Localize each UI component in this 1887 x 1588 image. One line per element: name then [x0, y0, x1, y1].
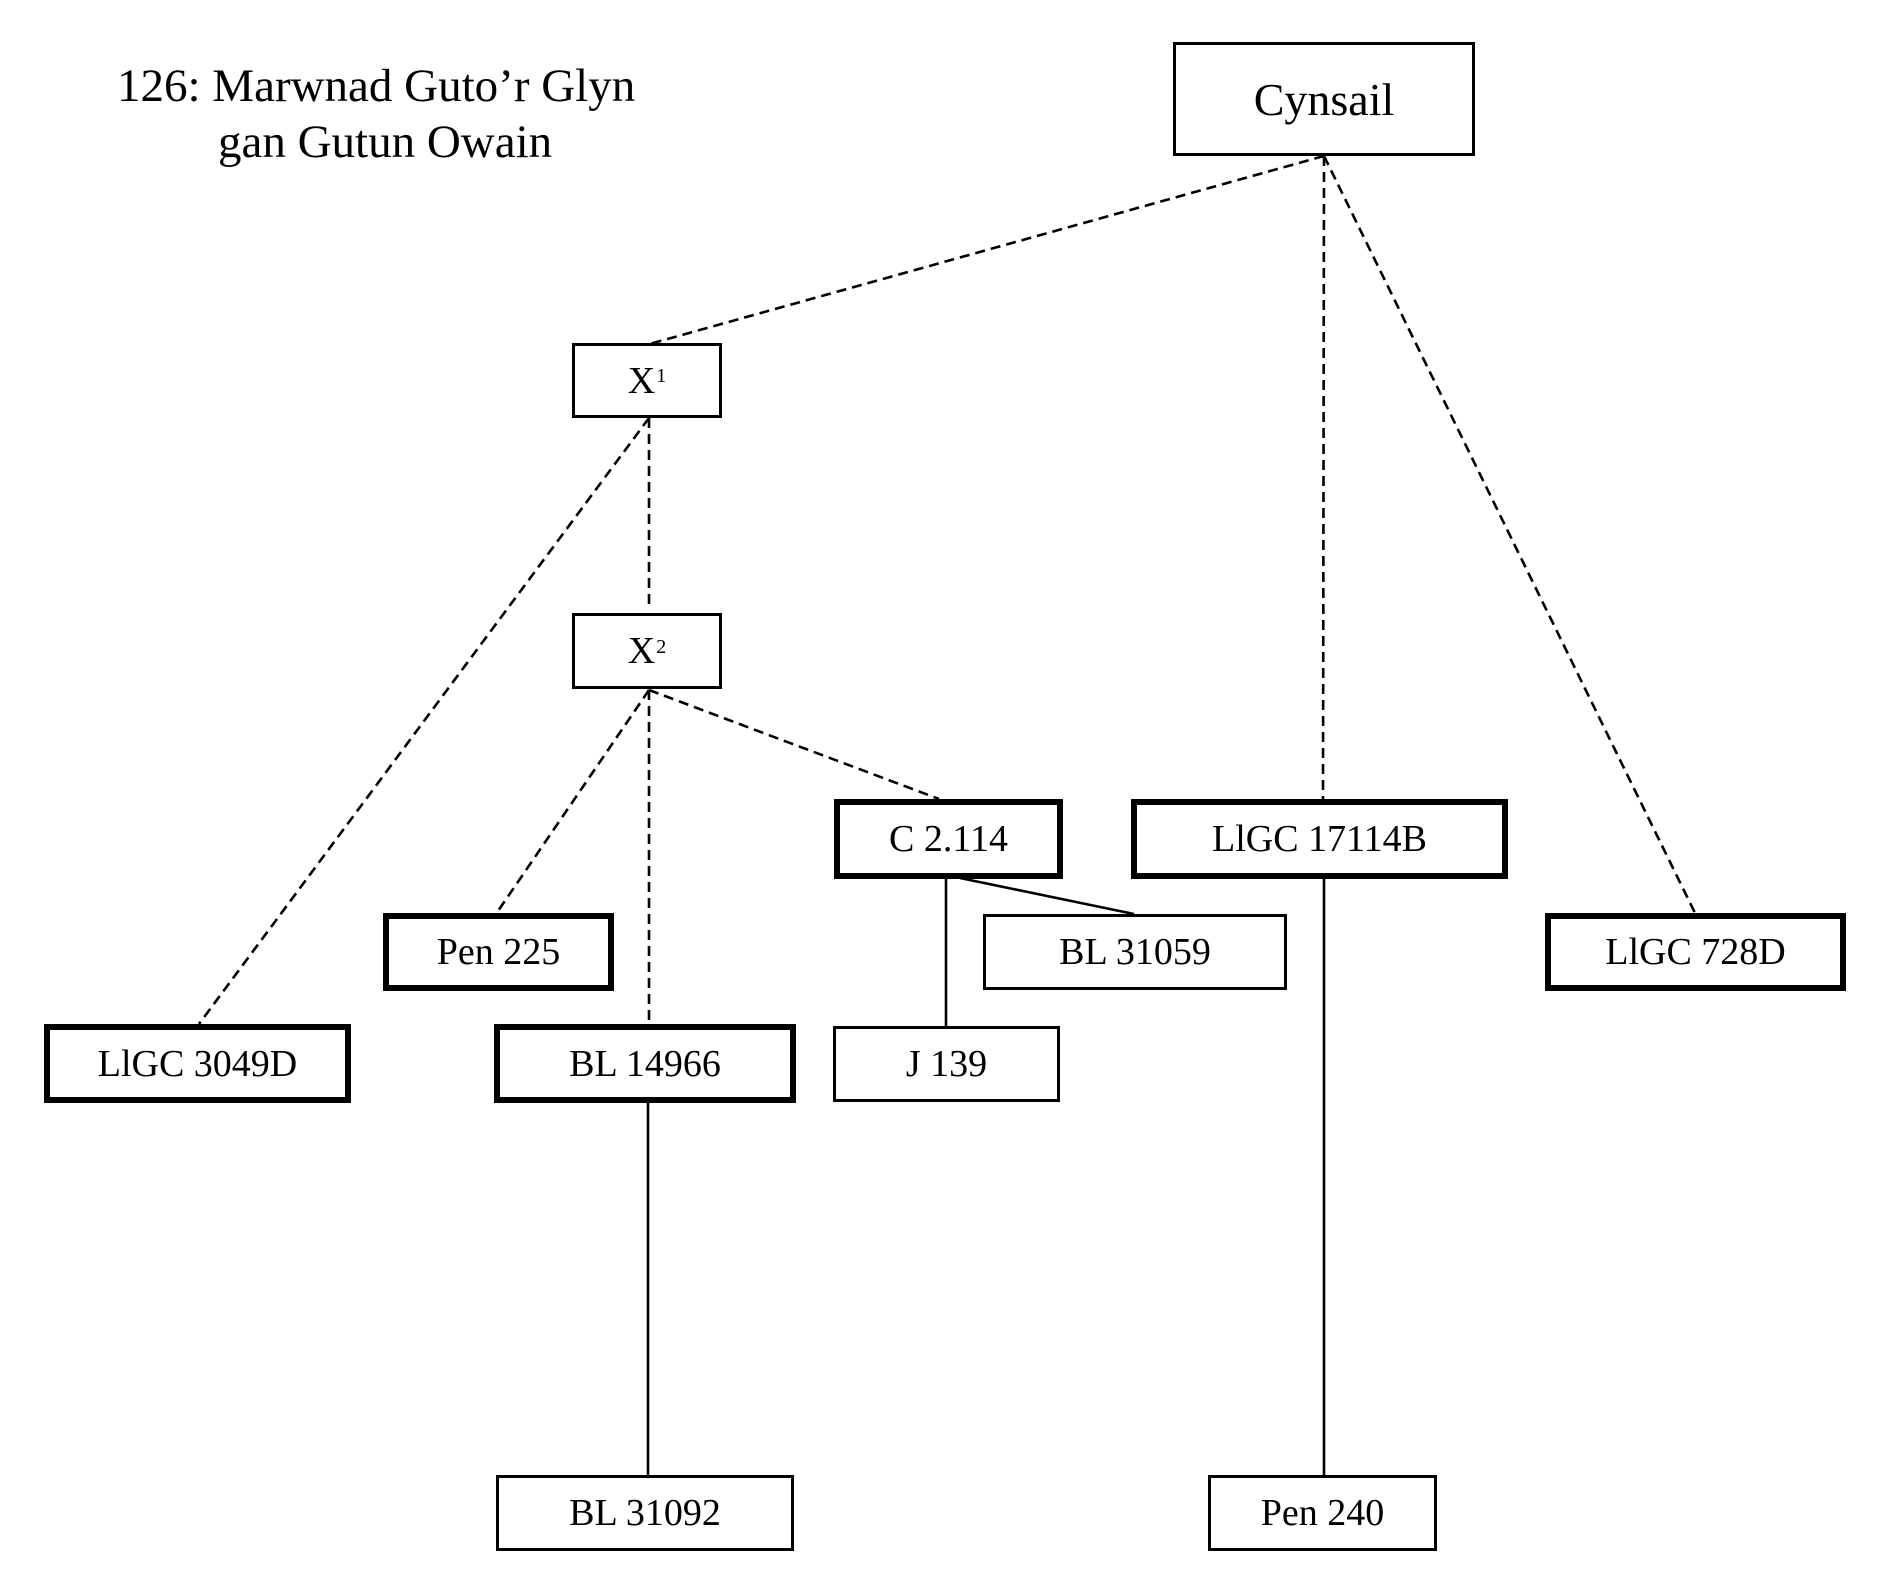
node-pen225: Pen 225: [383, 913, 614, 991]
node-label: Pen 225: [436, 931, 561, 973]
node-label: J 139: [905, 1043, 988, 1085]
node-label: BL 14966: [569, 1042, 721, 1085]
node-label: LlGC 728D: [1605, 931, 1786, 973]
node-label: LlGC 3049D: [97, 1042, 298, 1085]
title-line-1: 126: Marwnad Guto’r Glyn: [117, 60, 636, 112]
node-label: C 2.114: [889, 818, 1008, 860]
edge-c2114-to-bl31059: [959, 876, 1135, 916]
node-label: BL 31092: [569, 1492, 721, 1534]
node-label: X: [627, 359, 656, 402]
edge-x1-to-llgc3049d: [197, 417, 651, 1025]
node-label: BL 31059: [1059, 931, 1211, 973]
node-j139: J 139: [833, 1026, 1060, 1102]
node-label: LlGC 17114B: [1212, 818, 1427, 860]
node-llgc728d: LlGC 728D: [1545, 913, 1846, 991]
edge-cynsail-to-llgc728d: [1322, 155, 1697, 914]
edge-x2-to-c2114: [648, 688, 940, 801]
edge-x2-to-pen225: [494, 689, 651, 915]
node-label: Cynsail: [1253, 73, 1395, 125]
node-superscript: 2: [656, 635, 667, 658]
node-cynsail: Cynsail: [1173, 42, 1475, 156]
node-bl14966: BL 14966: [494, 1024, 796, 1103]
node-bl31092: BL 31092: [496, 1475, 794, 1551]
node-llgc17114b: LlGC 17114B: [1131, 799, 1508, 879]
title-line-2: gan Gutun Owain: [218, 116, 553, 168]
node-c2114: C 2.114: [834, 799, 1063, 879]
edge-cynsail-to-llgc17114b: [1321, 155, 1326, 801]
node-label: X: [627, 630, 656, 672]
node-superscript: 1: [656, 365, 667, 387]
edge-cynsail-to-x1: [645, 154, 1325, 347]
node-llgc3049d: LlGC 3049D: [44, 1024, 351, 1103]
node-pen240: Pen 240: [1208, 1475, 1437, 1551]
diagram-title: 126: Marwnad Guto’r Glyn gan Gutun Owain: [117, 58, 635, 170]
node-bl31059: BL 31059: [983, 914, 1287, 990]
node-label: Pen 240: [1260, 1492, 1385, 1534]
